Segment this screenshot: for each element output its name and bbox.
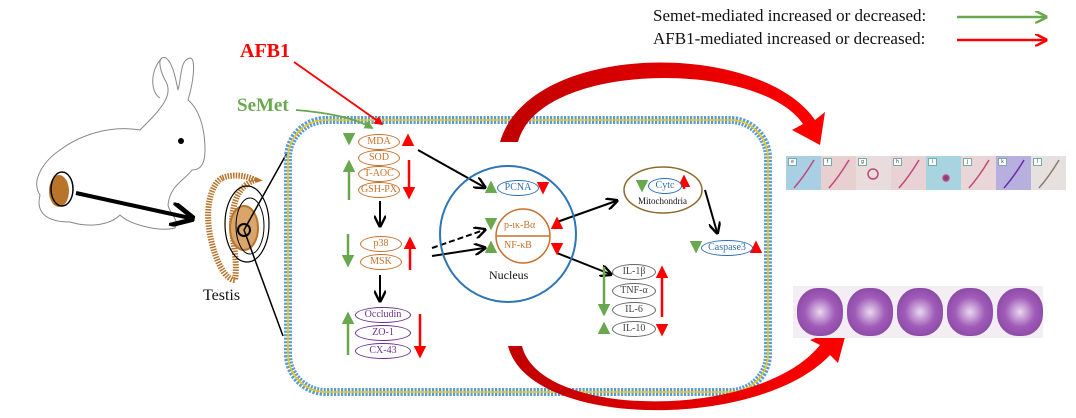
sperm-panel-e: e	[786, 156, 821, 190]
testis-label: Testis	[203, 287, 241, 304]
nucleus-label: Nucleus	[489, 268, 529, 282]
taoc-node: T-AOC	[358, 166, 400, 182]
msk-node: MSK	[360, 254, 402, 270]
sperm-panel-tag: e	[788, 158, 797, 166]
rabbit-to-testis-arrow	[75, 191, 190, 218]
red-curved-arrow-bottom	[508, 326, 848, 411]
il1b-node: IL-1β	[612, 264, 656, 280]
zo1-node: ZO-1	[355, 325, 411, 341]
sperm-panel-tag: k	[998, 158, 1007, 166]
sperm-cell-icon	[1038, 159, 1060, 189]
tnfa-node: TNF-α	[612, 283, 656, 299]
gshpx-node: GSH-PX	[358, 182, 400, 198]
sperm-cell-icon	[968, 159, 990, 189]
sperm-panel-f: f	[821, 156, 856, 190]
rabbit-testis-icon	[49, 171, 74, 207]
seminiferous-tubule-panel	[997, 288, 1043, 336]
sperm-panel-tag: h	[893, 158, 902, 166]
ikb-label: p-ικ-Bα	[504, 220, 536, 231]
mapk-to-nfkb-arrow	[431, 248, 484, 257]
pcna-node: PCNA	[497, 180, 539, 196]
sperm-cell-icon	[1003, 159, 1025, 189]
occludin-node: Occludin	[355, 307, 411, 323]
cx43-node: CX-43	[355, 343, 411, 359]
afb1-label: AFB1	[240, 40, 290, 62]
sperm-cell-icon	[828, 159, 850, 189]
sod-node: SOD	[358, 150, 400, 166]
sperm-cell-icon	[942, 174, 950, 182]
ikb-to-mito-arrow	[556, 201, 616, 223]
sperm-cell-icon	[867, 168, 879, 180]
rabbit-illustration	[36, 57, 206, 230]
sperm-panel-h: h	[891, 156, 926, 190]
afb1-arrow	[293, 61, 384, 126]
sperm-panel-tag: i	[928, 158, 937, 166]
semet-label: SeMet	[237, 95, 289, 116]
seminiferous-tubule-panel	[897, 288, 943, 336]
histology-micrograph-strip	[793, 286, 1043, 338]
sperm-micrograph-strip: e f g h i j k l	[786, 156, 1066, 190]
mitochondria-ellipse	[623, 166, 703, 214]
nfkb-label: NF-κB	[504, 240, 532, 251]
red-curved-arrow-top	[500, 62, 825, 145]
mito-to-caspase-arrow	[704, 189, 717, 232]
legend-semet-label: Semet-mediated increased or decreased:	[653, 6, 927, 25]
mda-node: MDA	[358, 134, 400, 150]
cytc-node: Cytc	[648, 178, 682, 194]
sperm-cell-icon	[898, 159, 920, 189]
il6-node: IL-6	[612, 302, 656, 318]
zoom-line-bottom	[243, 229, 284, 337]
semet-arrow	[295, 109, 374, 129]
sperm-panel-tag: f	[823, 158, 832, 166]
seminiferous-tubule-panel	[947, 288, 993, 336]
sperm-panel-j: j	[961, 156, 996, 190]
p38-node: p38	[360, 236, 402, 252]
nucleus-circle	[439, 165, 577, 303]
sperm-panel-g: g	[856, 156, 891, 190]
sperm-panel-tag: j	[963, 158, 972, 166]
legend-afb1-label: AFB1-mediated increased or decreased:	[653, 29, 926, 48]
seminiferous-tubule-panel	[797, 288, 843, 336]
sperm-panel-k: k	[996, 156, 1031, 190]
mitochondria-label: Mitochondria	[638, 196, 687, 206]
caspase3-node: Caspase3	[701, 240, 753, 256]
sperm-panel-l: l	[1031, 156, 1066, 190]
sperm-panel-tag: l	[1033, 158, 1042, 166]
il10-node: IL-10	[612, 321, 656, 337]
sperm-panel-i: i	[926, 156, 961, 190]
mda-to-pcna-arrow	[417, 149, 484, 187]
zoom-line-top	[243, 152, 288, 231]
sperm-cell-icon	[793, 159, 815, 189]
sperm-panel-tag: g	[858, 158, 867, 166]
seminiferous-tubule-panel	[847, 288, 893, 336]
testis-illustration	[205, 172, 270, 284]
nfkb-to-cytokine-arrow	[556, 252, 610, 274]
